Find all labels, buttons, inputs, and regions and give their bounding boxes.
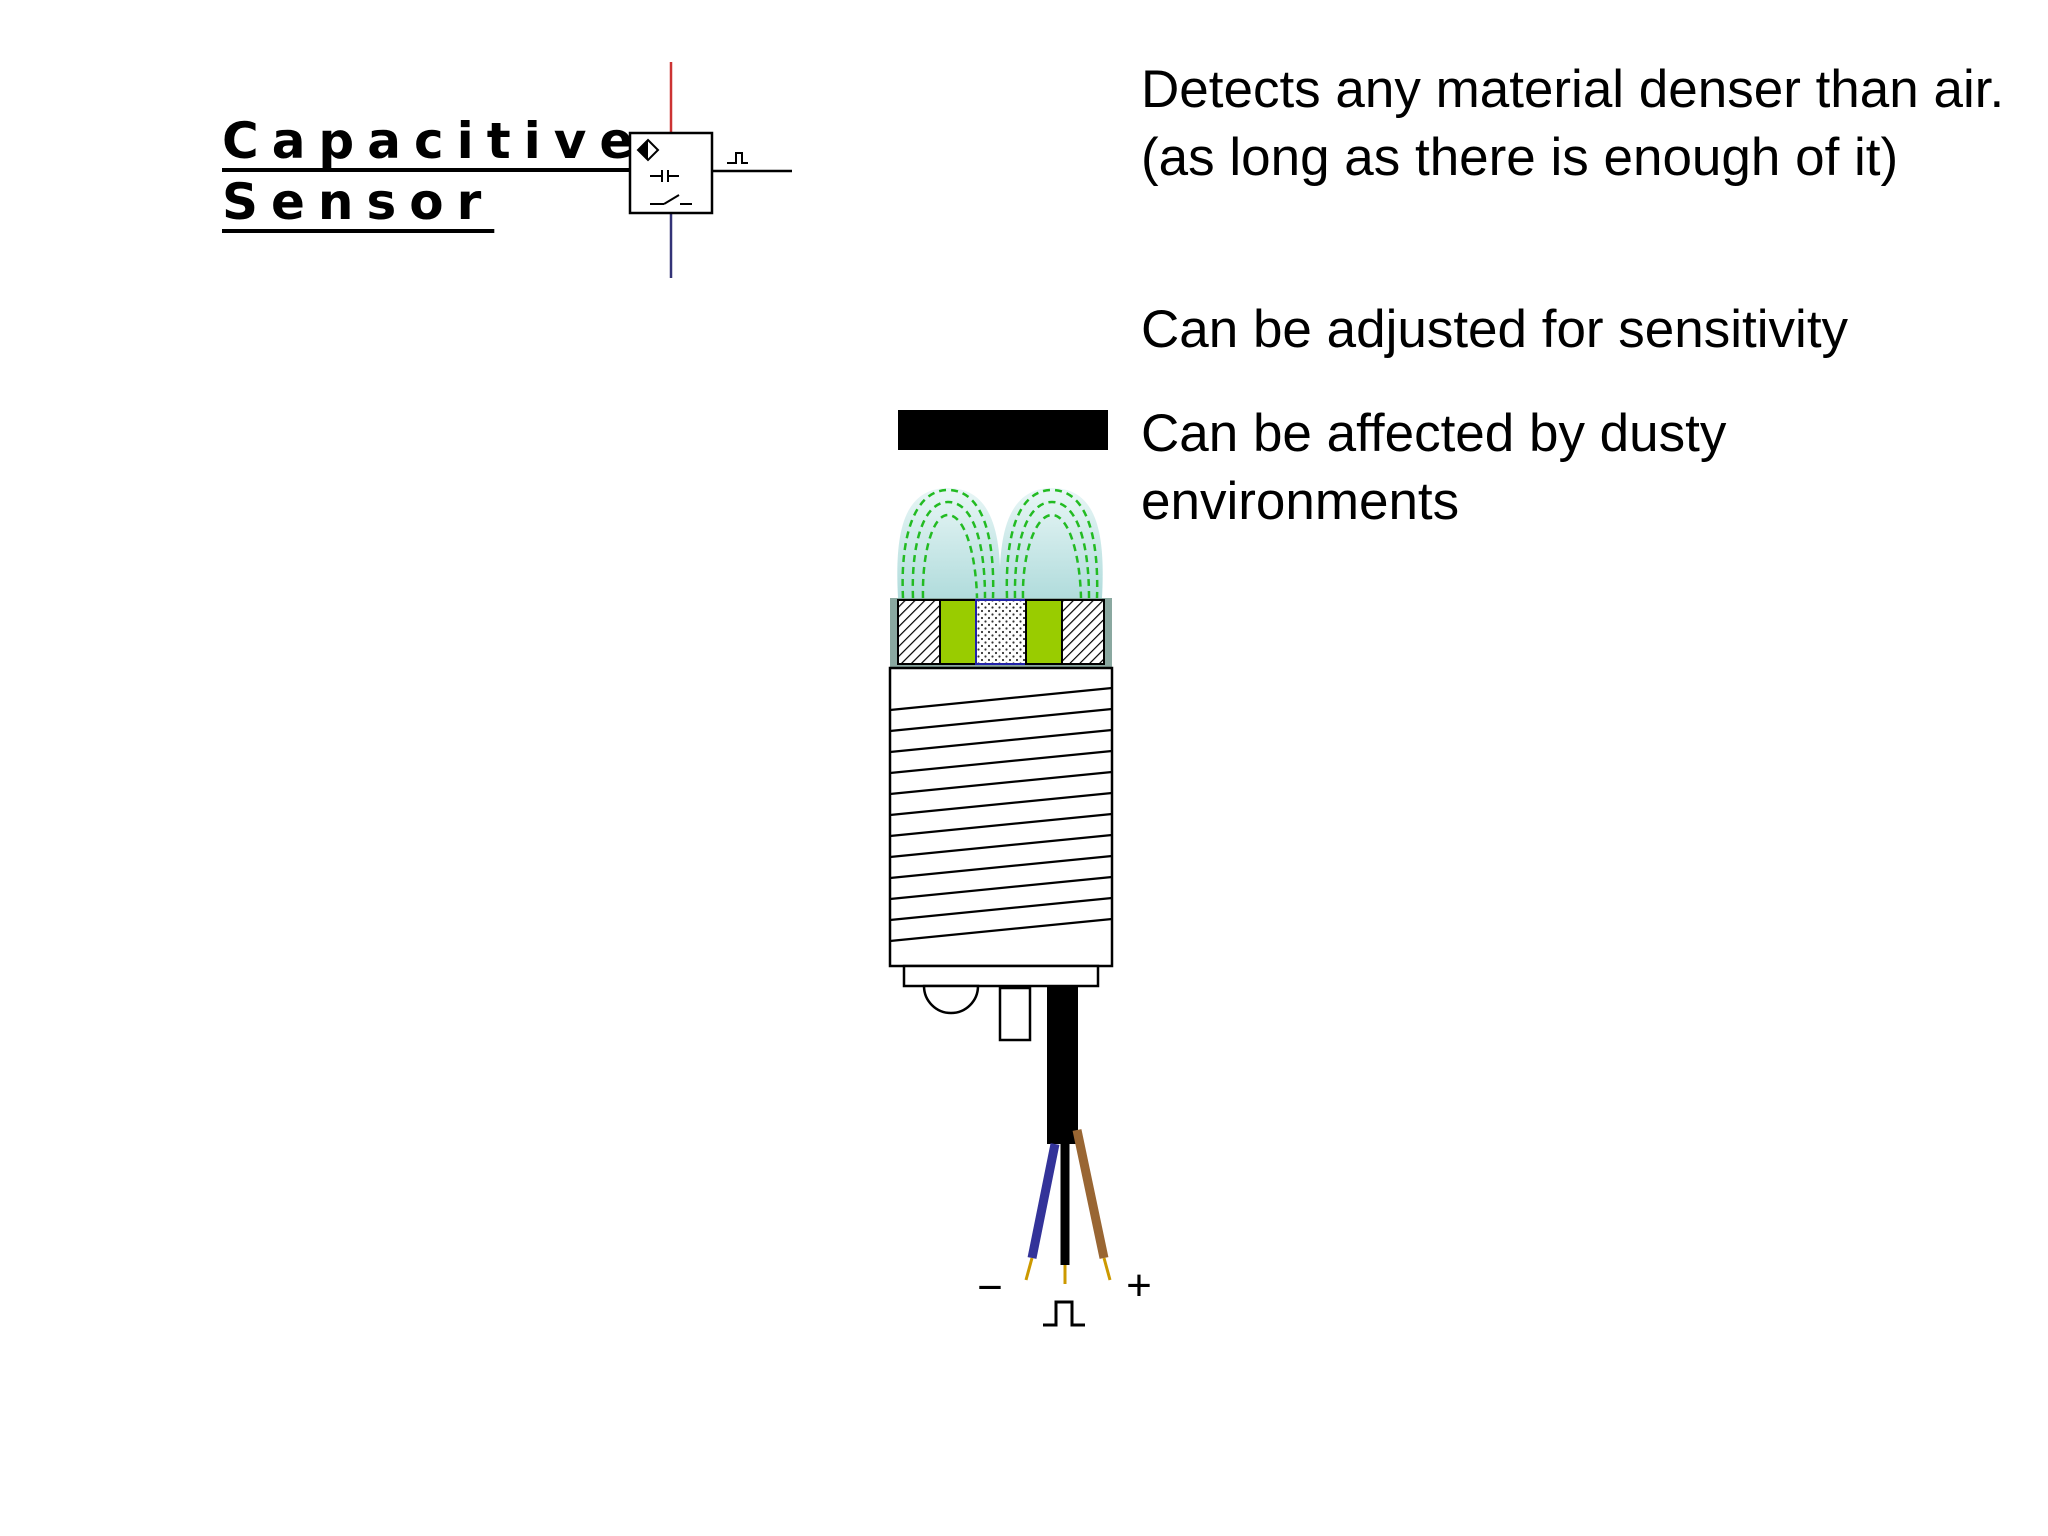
wire-blue [1027,1143,1060,1259]
sensor-base [902,964,1100,1042]
led-indicator [922,984,980,1015]
output-pulse-icon [1043,1300,1085,1327]
detection-field [897,488,1103,599]
title-capacitive: Capacitive [222,112,647,170]
positive-terminal-label: + [1126,1261,1152,1310]
bullet-dusty-environments: Can be affected by dusty environments [1141,404,1727,531]
symbol-pulse-icon [727,152,748,164]
base-plate [902,964,1100,988]
symbol-diamond-icon [636,138,660,162]
wire-brown [1072,1129,1109,1259]
sensitivity-adjuster [998,986,1032,1042]
symbol-switch-icon [650,194,692,205]
face-housing-left [897,599,941,665]
electrode-right [1025,599,1063,665]
sensor-wires [1024,1129,1112,1284]
title-sensor: Sensor [222,173,495,231]
field-lines [901,488,1099,599]
negative-terminal-label: − [977,1263,1003,1312]
wire-blue-tip [1024,1257,1034,1281]
dielectric-center [975,599,1027,665]
face-housing-right [1061,599,1105,665]
sensing-face [890,598,1112,668]
wire-brown-tip [1102,1257,1112,1281]
bullet-detects-material: Detects any material denser than air. (a… [1141,60,2005,187]
target-object [898,410,1108,450]
electrode-left [939,599,977,665]
threaded-body [888,666,1114,968]
symbol-capacitor-icon [650,170,679,182]
sensor-cable [1047,986,1078,1144]
sensor-schematic-symbol [628,62,792,278]
body-threads [889,686,1113,943]
bullet-adjustable-sensitivity: Can be adjusted for sensitivity [1141,300,1849,359]
